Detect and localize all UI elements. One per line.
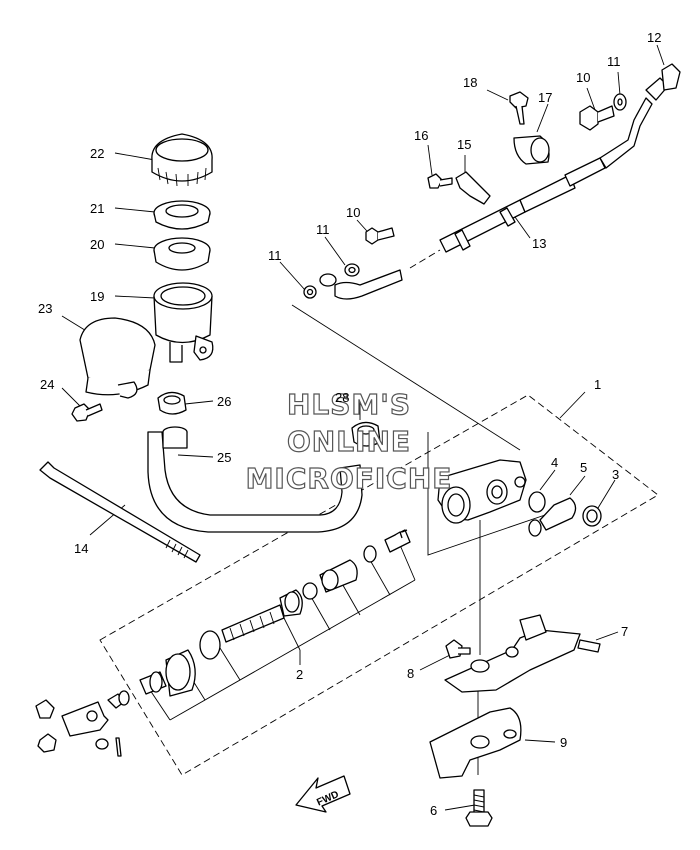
callout-18: 18 xyxy=(463,75,477,90)
watermark: HLSM'S ONLINE MICROFICHE xyxy=(245,387,453,495)
bracket-7 xyxy=(444,614,601,693)
callout-2: 2 xyxy=(296,667,303,682)
bolt-16 xyxy=(427,173,453,189)
callout-5: 5 xyxy=(580,460,587,475)
watermark-line3: MICROFICHE xyxy=(246,462,453,495)
union-bolt-10b xyxy=(579,105,615,131)
callout-7: 7 xyxy=(621,624,628,639)
oring-3 xyxy=(582,505,602,527)
bolt-24 xyxy=(71,403,103,422)
callout-28: 28 xyxy=(335,390,349,405)
callout-9: 9 xyxy=(560,735,567,750)
bolt-18 xyxy=(509,91,529,125)
callout-26: 26 xyxy=(217,394,231,409)
bracket-17 xyxy=(513,135,550,165)
screw-6 xyxy=(465,789,493,827)
hose-25 xyxy=(147,426,363,533)
callout-20: 20 xyxy=(90,237,104,252)
callout-6: 6 xyxy=(430,803,437,818)
callout-13: 13 xyxy=(532,236,546,251)
reservoir-tank xyxy=(153,282,214,363)
callout-10b: 10 xyxy=(346,205,360,220)
callout-10a: 10 xyxy=(576,70,590,85)
union-bolt-10 xyxy=(365,227,395,245)
callout-21: 21 xyxy=(90,201,104,216)
oring-4 xyxy=(528,491,546,513)
callout-3: 3 xyxy=(612,467,619,482)
leader-lines xyxy=(61,44,665,811)
reservoir-cover xyxy=(79,317,156,399)
callout-11b: 11 xyxy=(316,222,330,237)
callout-17: 17 xyxy=(538,90,552,105)
piston-kit xyxy=(139,529,411,697)
brake-hose xyxy=(303,77,669,300)
callout-15: 15 xyxy=(457,137,471,152)
callout-22: 22 xyxy=(90,146,104,161)
reservoir-cap xyxy=(151,133,213,187)
callout-1: 1 xyxy=(594,377,601,392)
callout-11a: 11 xyxy=(607,54,621,69)
callout-24: 24 xyxy=(40,377,54,392)
master-cylinder-body xyxy=(437,459,527,524)
clamp-15 xyxy=(455,171,491,205)
watermark-line2: ONLINE xyxy=(287,425,411,458)
callout-25: 25 xyxy=(217,450,231,465)
callout-8: 8 xyxy=(407,666,414,681)
clamp-26 xyxy=(157,391,187,415)
diaphragm xyxy=(153,237,211,271)
gasket-11 xyxy=(613,93,627,111)
callout-4: 4 xyxy=(551,455,558,470)
diaphragm-plate xyxy=(153,200,211,230)
watermark-line1: HLSM'S xyxy=(287,388,411,421)
bolt-8 xyxy=(445,639,471,659)
cable-tie xyxy=(39,461,201,563)
guard-9 xyxy=(429,707,522,779)
clevis-assembly xyxy=(35,690,130,757)
callout-23: 23 xyxy=(38,301,52,316)
clamp-28 xyxy=(351,421,381,447)
callout-16: 16 xyxy=(414,128,428,143)
callout-14: 14 xyxy=(74,541,88,556)
callout-12: 12 xyxy=(647,30,661,45)
hose-guide-12 xyxy=(661,63,681,91)
callout-19: 19 xyxy=(90,289,104,304)
hose-joint-5 xyxy=(528,497,577,537)
forward-arrow: FWD xyxy=(295,775,351,813)
callout-11c: 11 xyxy=(268,248,282,263)
callout-labels: 1 2 3 4 5 6 7 8 9 10 10 11 11 11 12 13 1… xyxy=(38,30,661,818)
